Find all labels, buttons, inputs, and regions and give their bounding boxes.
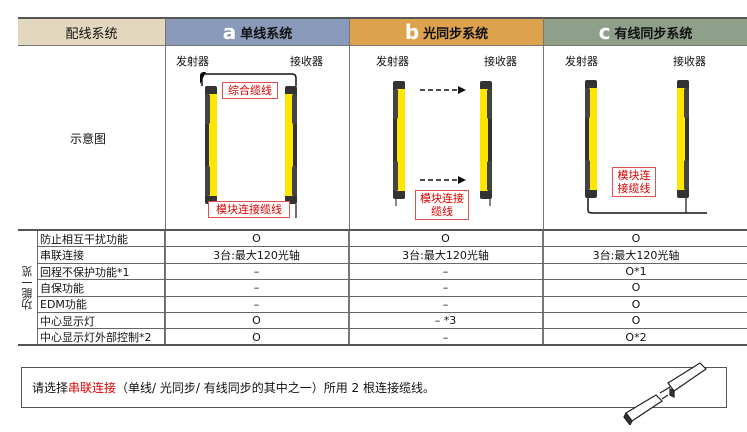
single-wire-value: – xyxy=(165,296,349,312)
wired-sync-value: O xyxy=(631,314,641,328)
single-wire-value: 3台:最大120光轴 xyxy=(165,247,349,263)
header-wiring-system: 配线系统 xyxy=(18,17,165,46)
note-prefix: 请选择 xyxy=(32,381,69,395)
wired-sync-value: O xyxy=(631,281,641,295)
wired-sync-value: O xyxy=(631,297,641,311)
header-label: 单线系统 xyxy=(240,26,293,42)
callout-text: 模块连接 xyxy=(420,192,464,205)
optical-sync-value: – xyxy=(349,280,543,296)
feature-group-label: 功能一览 xyxy=(18,231,38,345)
header-label: 光同步系统 xyxy=(423,26,489,42)
note-highlight: 串联连接 xyxy=(68,381,117,395)
callout-text: 模块连 xyxy=(617,169,651,182)
emitter-label: 发射器 xyxy=(565,55,598,68)
feature-row: 串联连接 3台:最大120光轴 3台:最大120光轴 3台:最大120光轴 xyxy=(38,247,747,264)
diagram-illustrations xyxy=(200,72,707,218)
module-cable-callout: 模块连接缆线 xyxy=(415,190,469,220)
feature-row: 中心显示灯 O – *3 O xyxy=(38,313,747,330)
wired-sync-value: O*1 xyxy=(625,264,647,278)
optical-sync-value: – xyxy=(349,296,543,312)
diagram-row-label: 示意图 xyxy=(70,132,107,146)
group-label-text: 功能一览 xyxy=(20,266,34,310)
single-wire-value: – xyxy=(165,263,349,280)
emitter-label: 发射器 xyxy=(176,55,209,68)
header-label: 有线同步系统 xyxy=(614,26,693,42)
module-cable-callout: 模块连接缆线 xyxy=(208,201,290,218)
module-cable-callout: 模块连接缆线 xyxy=(612,167,656,197)
callout-text: 缆线 xyxy=(431,205,453,218)
connection-cable-icon xyxy=(623,362,707,425)
receiver-sensor xyxy=(285,86,297,204)
feature-name: 自保功能 xyxy=(38,280,165,296)
receiver-label: 接收器 xyxy=(484,55,517,68)
feature-name: 中心显示灯 xyxy=(38,313,165,329)
emitter-sensor xyxy=(585,80,597,198)
sync-cable xyxy=(587,198,707,214)
wired-sync-value: O xyxy=(631,232,641,246)
single-wire-value: O xyxy=(165,313,349,329)
feature-name: 串联连接 xyxy=(38,247,165,263)
receiver-sensor xyxy=(480,81,492,199)
feature-row: 自保功能 – – O xyxy=(38,280,747,297)
callout-text: 接缆线 xyxy=(617,182,651,195)
note-box: 请选择串联连接（单线/ 光同步/ 有线同步的其中之一）所用 2 根连接缆线。 xyxy=(21,367,727,408)
optical-sync-value: – xyxy=(349,329,543,345)
feature-name: 中心显示灯外部控制*2 xyxy=(38,329,165,345)
feature-name: EDM功能 xyxy=(38,296,165,312)
header-letter: a xyxy=(222,20,237,44)
single-wire-value: O xyxy=(165,231,349,247)
callout-text: 模块连接缆线 xyxy=(216,203,282,216)
single-wire-value: – xyxy=(165,280,349,296)
emitter-label: 发射器 xyxy=(376,55,409,68)
wired-sync-value: 3台:最大120光轴 xyxy=(592,249,680,263)
emitter-sensor xyxy=(393,81,405,199)
feature-name: 防止相互干扰功能 xyxy=(38,231,165,247)
emitter-sensor xyxy=(205,86,217,204)
integrated-cable-callout: 综合缆线 xyxy=(222,82,278,99)
callout-text: 综合缆线 xyxy=(228,84,272,97)
optical-sync-value: – xyxy=(349,263,543,280)
header-letter: b xyxy=(404,20,420,44)
feature-name: 回程不保护功能*1 xyxy=(38,263,165,280)
wired-sync-value: O*2 xyxy=(625,330,647,344)
receiver-label: 接收器 xyxy=(673,55,706,68)
receiver-label: 接收器 xyxy=(290,55,323,68)
receiver-sensor xyxy=(677,80,689,198)
single-wire-value: O xyxy=(165,329,349,345)
feature-row: EDM功能 – – O xyxy=(38,296,747,313)
note-suffix: （单线/ 光同步/ 有线同步的其中之一）所用 2 根连接缆线。 xyxy=(116,381,436,395)
optical-sync-value: 3台:最大120光轴 xyxy=(349,247,543,263)
header-letter: c xyxy=(598,20,611,44)
optical-sync-value: – *3 xyxy=(349,313,543,329)
header-label: 配线系统 xyxy=(65,26,118,42)
feature-row: 回程不保护功能*1 – – O*1 xyxy=(38,263,747,281)
optical-sync-value: O xyxy=(349,231,543,247)
feature-row: 防止相互干扰功能 O O O xyxy=(38,231,747,248)
